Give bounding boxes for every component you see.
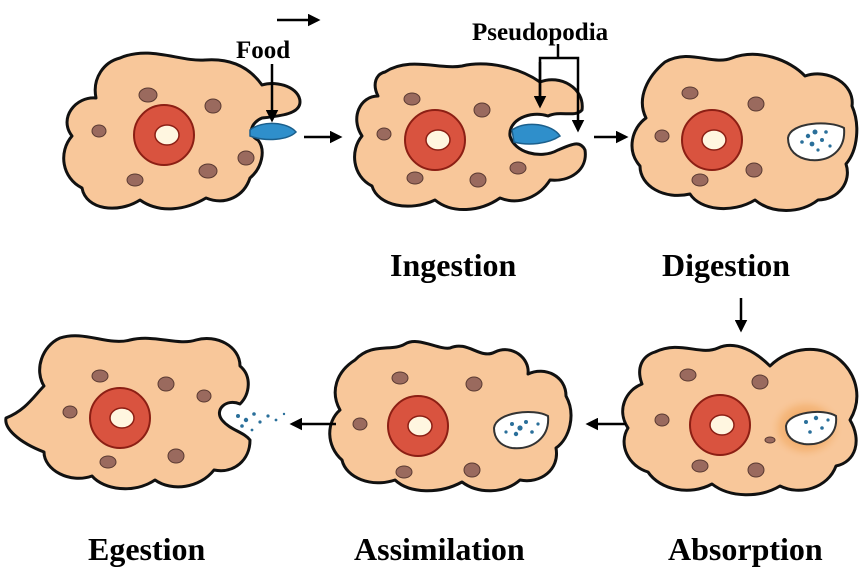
- amoeba-absorption: [623, 345, 857, 494]
- amoeba-stage-food-approach: [64, 53, 300, 209]
- nucleus: [90, 388, 150, 448]
- amoeba-assimilation: [330, 342, 571, 491]
- assimilation-label: Assimilation: [354, 531, 525, 567]
- food-label: Food: [236, 37, 290, 64]
- nucleus: [134, 105, 194, 165]
- food-particle: [250, 123, 296, 139]
- absorption-label: Absorption: [668, 531, 823, 567]
- amoeba-egestion: [6, 336, 285, 489]
- nucleus: [690, 395, 750, 455]
- undigested-waste: [236, 412, 285, 431]
- ingestion-label: Ingestion: [390, 247, 516, 283]
- nucleus: [405, 110, 465, 170]
- nucleus: [388, 396, 448, 456]
- pseudopodia-label: Pseudopodia: [472, 19, 609, 46]
- egestion-label: Egestion: [88, 531, 206, 567]
- amoeba-digestion: [632, 54, 857, 210]
- digestion-label: Digestion: [662, 247, 790, 283]
- amoeba-ingestion: [355, 64, 586, 210]
- food-particle: [512, 124, 560, 144]
- nucleus: [682, 110, 742, 170]
